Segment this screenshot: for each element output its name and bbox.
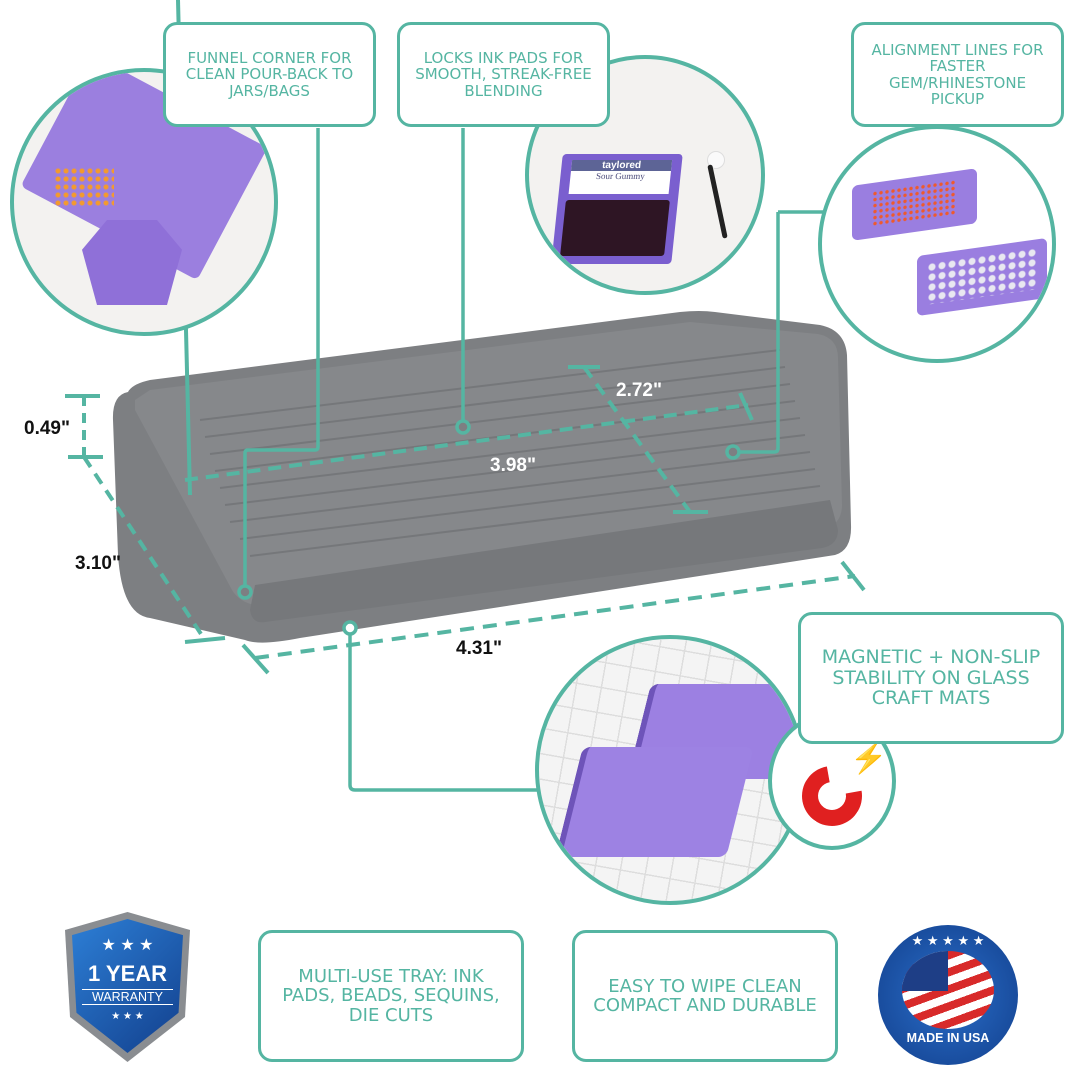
warranty-label: WARRANTY <box>82 989 173 1005</box>
warranty-years: 1 YEAR <box>87 961 168 986</box>
blending-brush-handle <box>707 164 728 239</box>
inner-length-dimension-label: 3.98" <box>490 455 536 476</box>
callout-multi-use: MULTI-USE TRAY: INK PADS, BEADS, SEQUINS… <box>258 930 524 1062</box>
ink-pad-surface <box>560 200 670 256</box>
depth-dimension-label: 3.10" <box>75 553 121 574</box>
warranty-shield: ★ ★ ★ 1 YEAR WARRANTY ★ ★ ★ <box>65 912 190 1062</box>
warranty-stars-top: ★ ★ ★ <box>101 937 154 954</box>
callout-easy-clean: EASY TO WIPE CLEAN COMPACT AND DURABLE <box>572 930 838 1062</box>
warranty-stars-bottom: ★ ★ ★ <box>111 1011 144 1022</box>
tray-with-beads <box>852 168 977 241</box>
gray-tray <box>112 311 852 643</box>
ink-pad-color-name: Sour Gummy <box>595 171 646 181</box>
callout-funnel-corner: FUNNEL CORNER FOR CLEAN POUR-BACK TO JAR… <box>163 22 376 127</box>
height-dimension-label: 0.49" <box>24 418 70 439</box>
made-in-usa-seal: ★ ★ ★ ★ ★ MADE IN USA <box>878 925 1018 1065</box>
ink-pad-brand: taylored <box>570 160 673 171</box>
tray-with-rhinestones <box>917 237 1047 317</box>
ink-pad-case: taylored Sour Gummy <box>551 154 683 264</box>
length-dimension-label: 4.31" <box>456 638 502 659</box>
craft-mat-photo <box>535 635 805 905</box>
callout-locks-ink-pads: LOCKS INK PADS FOR SMOOTH, STREAK-FREE B… <box>397 22 610 127</box>
purple-jar <box>82 220 182 305</box>
alignment-trays-photo <box>818 125 1056 363</box>
seal-stars: ★ ★ ★ ★ ★ <box>911 933 985 948</box>
inner-width-dimension-label: 2.72" <box>616 380 662 401</box>
usa-flag-icon <box>902 951 994 1029</box>
callout-magnetic-stability: MAGNETIC + NON-SLIP STABILITY ON GLASS C… <box>798 612 1064 744</box>
purple-tray-front <box>555 747 754 857</box>
made-in-usa-text: MADE IN USA <box>906 1031 990 1045</box>
beads <box>54 167 114 207</box>
lightning-icon: ⚡ <box>850 742 888 775</box>
callout-alignment-lines: ALIGNMENT LINES FOR FASTER GEM/RHINESTON… <box>851 22 1064 127</box>
